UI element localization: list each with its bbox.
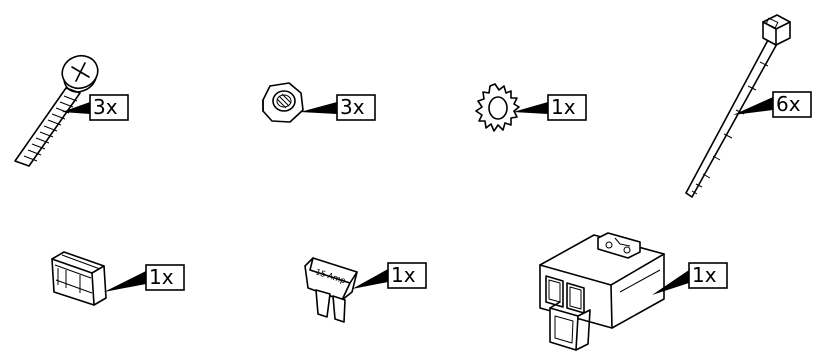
screw-part: 3x	[14, 54, 129, 167]
fuse-holder-cover-part: 1x	[51, 251, 185, 306]
cable-tie-qty-label: 6x	[776, 92, 801, 116]
lock-washer-qty-label: 1x	[551, 95, 576, 119]
connector-housing-leader	[652, 270, 689, 295]
lock-washer-part: 1x	[475, 83, 587, 132]
fuse-holder-cover-qty-box	[145, 264, 185, 291]
fuse-qty-label: 1x	[391, 263, 416, 287]
connector-housing-qty-label: 1x	[692, 263, 717, 287]
lock-washer-qty-box	[547, 94, 587, 121]
lock-washer-leader	[513, 102, 548, 114]
nut-leader	[300, 102, 337, 114]
cable-tie-icon	[685, 14, 791, 198]
screw-icon	[14, 54, 99, 167]
fuse-part: 15 Amp 1x	[304, 257, 427, 323]
cable-tie-qty-box	[772, 91, 812, 118]
blade-fuse-icon: 15 Amp	[304, 257, 358, 323]
fuse-qty-box	[387, 262, 427, 289]
hex-nut-icon	[262, 82, 304, 123]
nut-qty-label: 3x	[340, 95, 365, 119]
connector-housing-qty-box	[688, 262, 728, 289]
nut-qty-box	[336, 94, 376, 121]
nut-part: 3x	[262, 82, 376, 123]
cable-tie-part: 6x	[685, 14, 812, 198]
lock-washer-icon	[475, 83, 520, 132]
screw-leader	[62, 102, 90, 114]
screw-qty-box	[89, 94, 129, 121]
cable-tie-leader	[733, 97, 773, 115]
connector-housing-icon	[539, 232, 665, 351]
screw-qty-label: 3x	[93, 95, 118, 119]
fuse-holder-cover-leader	[104, 271, 146, 292]
fuse-leader	[352, 269, 388, 289]
fuse-holder-cover-icon	[51, 251, 107, 306]
connector-housing-part: 1x	[539, 232, 728, 351]
fuse-holder-cover-qty-label: 1x	[149, 265, 174, 289]
